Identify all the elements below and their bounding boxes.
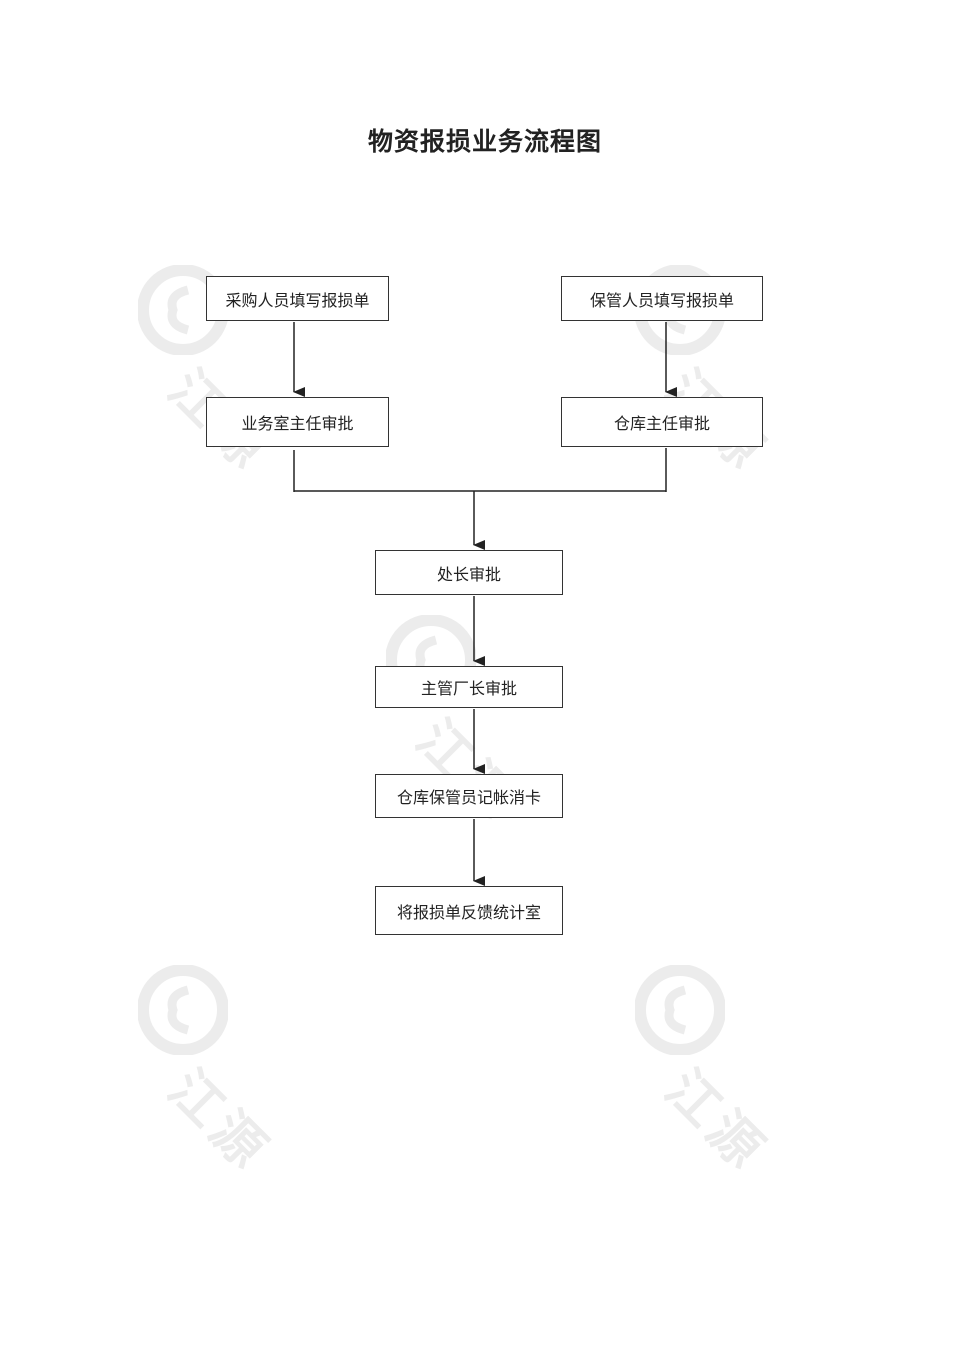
node-feedback-statistics: 将报损单反馈统计室 (375, 886, 563, 935)
node-warehouse-director-approval: 仓库主任审批 (561, 397, 763, 447)
node-keeper-fill-report: 保管人员填写报损单 (561, 276, 763, 321)
node-plant-manager-approval: 主管厂长审批 (375, 666, 563, 708)
node-business-director-approval: 业务室主任审批 (206, 397, 389, 447)
page-title: 物资报损业务流程图 (367, 127, 602, 156)
node-division-chief-approval: 处长审批 (375, 550, 563, 595)
node-purchaser-fill-report: 采购人员填写报损单 (206, 276, 389, 321)
node-warehouse-keeper-record: 仓库保管员记帐消卡 (375, 774, 563, 818)
